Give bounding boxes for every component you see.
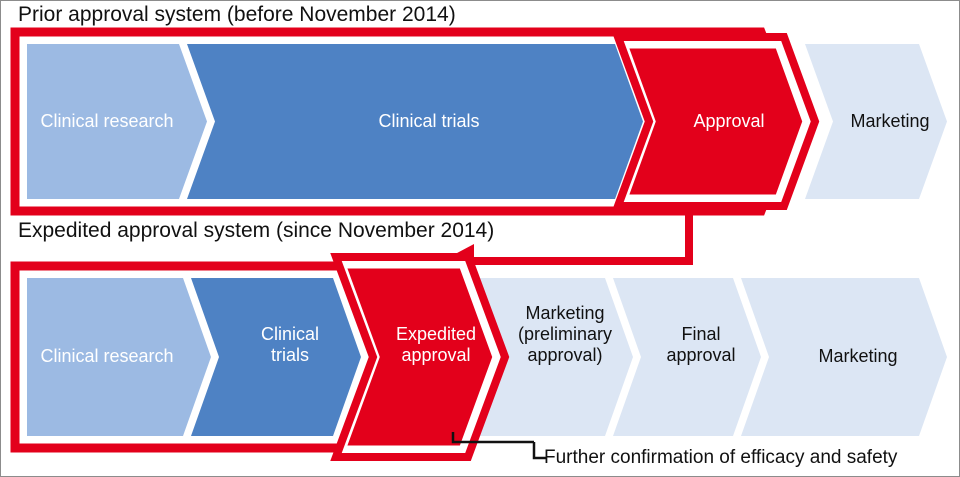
row2-step-clinical-trials-shape — [191, 278, 361, 436]
section-title-expedited: Expedited approval system (since Novembe… — [18, 219, 495, 242]
row2-step-marketing-preliminary-shape — [467, 278, 633, 436]
row1-step-clinical-research-shape — [27, 44, 207, 199]
row2-expedited-approval-red-outline — [330, 253, 510, 461]
section-title-prior: Prior approval system (before November 2… — [18, 3, 456, 26]
row2-step-final-approval-shape — [613, 278, 761, 436]
bracket-annotation — [451, 432, 546, 460]
row1-step-clinical-trials-shape — [187, 44, 643, 199]
row2-step-marketing-shape — [741, 278, 947, 436]
row1-step-approval-shape — [623, 44, 807, 199]
row2-step-expedited-approval-shape — [341, 264, 497, 450]
row1-step-marketing-shape — [805, 44, 947, 199]
row2-step-clinical-research-shape — [27, 278, 211, 436]
row1-approval-red-outline — [612, 33, 820, 210]
bracket-caption: Further confirmation of efficacy and saf… — [544, 447, 898, 468]
